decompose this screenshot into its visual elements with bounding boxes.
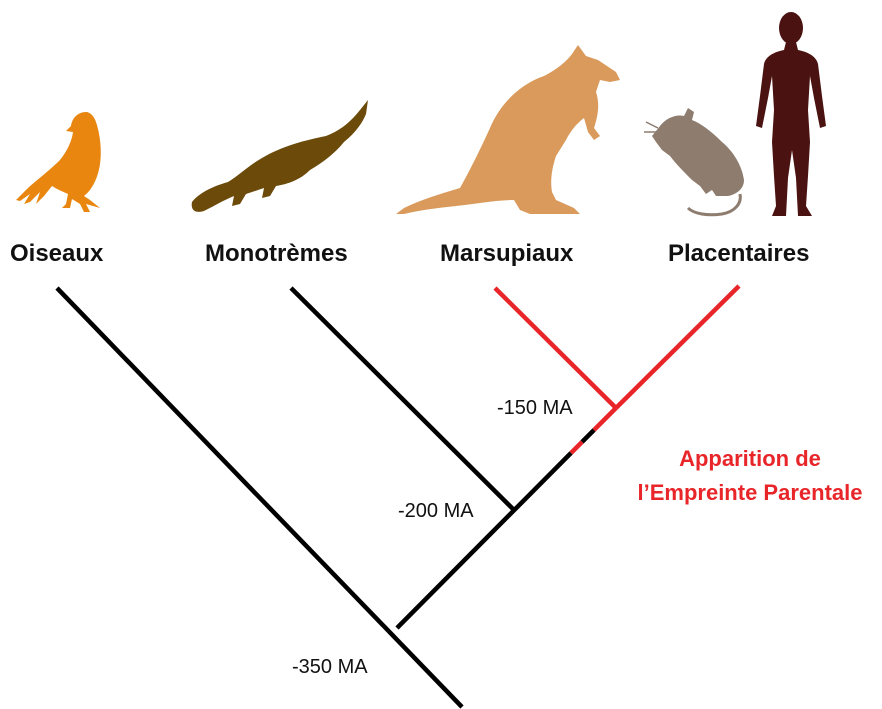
annotation-line-1: Apparition de xyxy=(620,442,880,476)
branch-placentaires xyxy=(616,286,739,408)
taxon-label-placentaires: Placentaires xyxy=(668,240,809,268)
annotation-line-2: l’Empreinte Parentale xyxy=(620,476,880,510)
divergence-label-350: -350 MA xyxy=(292,656,368,679)
branch-oiseaux xyxy=(57,288,462,707)
human-silhouette-icon xyxy=(756,12,826,216)
taxon-label-monotremes: Monotrèmes xyxy=(205,240,348,268)
branch-therians-red-short xyxy=(571,442,582,453)
bird-silhouette-icon xyxy=(16,112,101,212)
branch-therians-red xyxy=(594,408,616,430)
taxon-label-marsupiaux: Marsupiaux xyxy=(440,240,573,268)
divergence-label-150: -150 MA xyxy=(497,397,573,420)
imprinting-annotation: Apparition de l’Empreinte Parentale xyxy=(620,442,880,510)
mouse-silhouette-icon xyxy=(644,108,744,215)
branch-therians-black-short xyxy=(582,430,594,442)
taxon-label-oiseaux: Oiseaux xyxy=(10,240,103,268)
branch-monotremes xyxy=(291,288,514,510)
platypus-silhouette-icon xyxy=(192,100,368,212)
branch-marsupiaux xyxy=(495,288,616,408)
divergence-label-200: -200 MA xyxy=(398,500,474,523)
kangaroo-silhouette-icon xyxy=(396,45,620,214)
